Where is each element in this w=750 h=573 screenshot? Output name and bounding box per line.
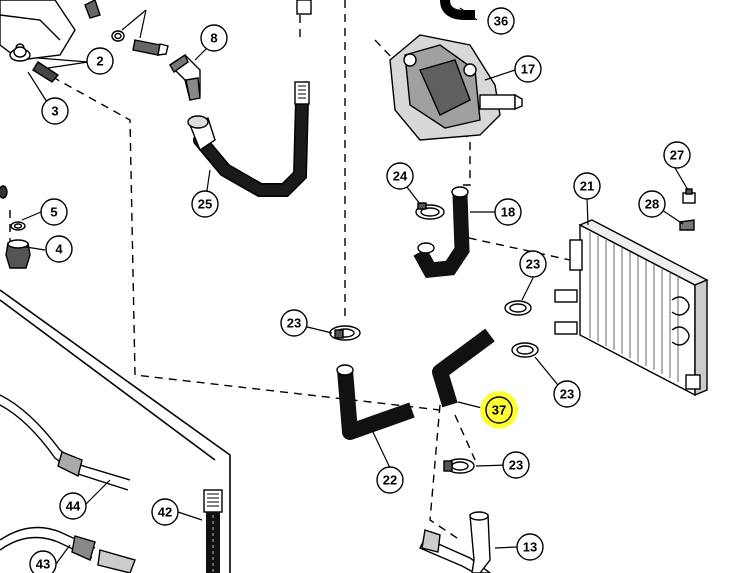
svg-text:3: 3 [51,104,58,119]
hose-18 [413,186,470,278]
svg-text:23: 23 [560,387,574,402]
svg-text:4: 4 [55,242,63,257]
frame-panel [0,289,231,573]
svg-text:17: 17 [521,62,535,77]
svg-text:44: 44 [66,499,81,514]
callout-8[interactable]: 8 [200,24,228,52]
hose-clamp-23-left [329,325,361,341]
svg-text:5: 5 [50,205,57,220]
callout-13[interactable]: 13 [516,533,544,561]
svg-text:13: 13 [523,540,537,555]
svg-text:25: 25 [198,197,212,212]
callouts: 2 3 4 5 8 13 17 18 21 22 23 23 23 23 24 … [29,7,691,573]
callout-4[interactable]: 4 [45,235,73,263]
hose-37 [432,328,495,408]
valve-block-assembly [0,0,169,83]
callout-37[interactable]: 37 [485,396,513,424]
svg-text:24: 24 [393,169,408,184]
callout-23-a[interactable]: 23 [519,250,547,278]
svg-text:43: 43 [36,557,50,572]
svg-text:22: 22 [383,473,397,488]
callout-23-d[interactable]: 23 [502,451,530,479]
hose-clamps-23-heater [504,300,539,358]
hydraulic-pump-17 [389,34,523,141]
callout-21[interactable]: 21 [573,172,601,200]
callout-3[interactable]: 3 [41,97,69,125]
svg-text:23: 23 [287,316,301,331]
callout-27[interactable]: 27 [663,141,691,169]
callout-44[interactable]: 44 [59,492,87,520]
elbow-fitting-8 [168,53,201,102]
callout-5[interactable]: 5 [40,198,68,226]
clips-27-28 [679,188,696,231]
line-43 [0,526,136,573]
callout-24[interactable]: 24 [386,162,414,190]
callout-22[interactable]: 22 [376,466,404,494]
svg-text:36: 36 [494,14,508,29]
svg-text:28: 28 [645,197,659,212]
routing-dashed-lines [9,0,591,541]
hose-clamp-23-lower [443,458,475,474]
svg-text:21: 21 [580,179,594,194]
hose-36-end [440,0,475,20]
heater-core-21 [554,219,709,397]
hose-22 [336,364,415,440]
svg-text:42: 42 [158,505,172,520]
svg-text:27: 27 [670,148,684,163]
callout-18[interactable]: 18 [494,198,522,226]
hose-clamp-24 [415,202,445,220]
callout-43[interactable]: 43 [29,550,57,573]
callout-17[interactable]: 17 [514,55,542,83]
hose-25 [187,0,312,197]
callout-23-c[interactable]: 23 [280,309,308,337]
svg-text:23: 23 [509,458,523,473]
callout-23-b[interactable]: 23 [553,380,581,408]
callout-42[interactable]: 42 [151,498,179,526]
svg-text:8: 8 [210,31,217,46]
callout-25[interactable]: 25 [191,190,219,218]
svg-text:37: 37 [492,403,506,418]
svg-text:18: 18 [501,205,515,220]
pipe-13 [419,511,492,573]
callout-36[interactable]: 36 [487,7,515,35]
callout-28[interactable]: 28 [638,190,666,218]
callout-2[interactable]: 2 [86,47,114,75]
fittings-5-4 [0,185,31,269]
svg-text:23: 23 [526,257,540,272]
svg-text:2: 2 [96,54,103,69]
line-42 [203,489,223,573]
line-44 [0,394,131,491]
